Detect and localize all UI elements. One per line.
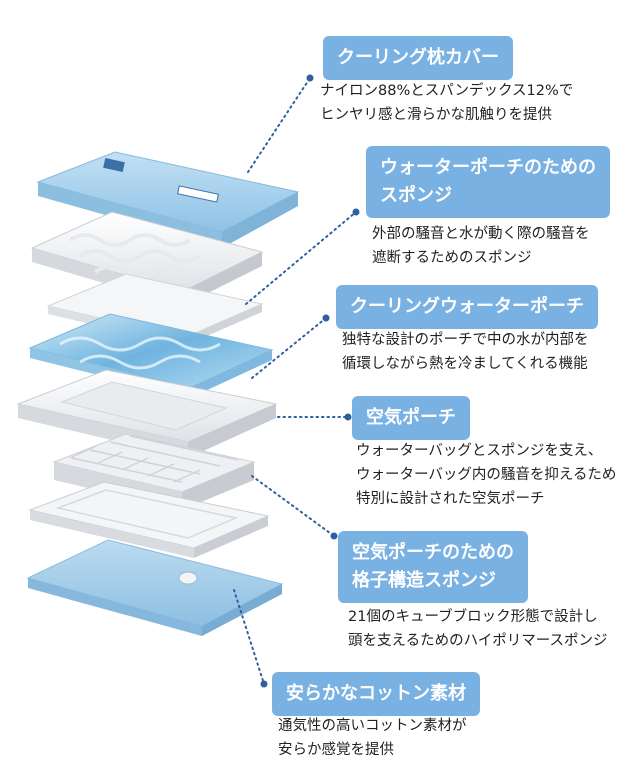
desc-line: 循環しながら熱を冷ましてくれる機能 — [342, 356, 588, 372]
leader-line-cotton — [233, 589, 265, 685]
callout-cooling-cover-title: クーリング枕カバー — [323, 36, 513, 80]
title-line: 空気ポーチのための — [352, 542, 514, 563]
zipper-pull — [178, 571, 198, 585]
desc-line: ウォーターバッグ内の騒音を抑えるため — [356, 467, 617, 483]
leader-dots — [260, 74, 360, 688]
title-line: 安らかなコットン素材 — [286, 683, 466, 704]
callout-sponge-title: ウォーターポーチのための スポンジ — [366, 146, 610, 218]
callout-air-pouch-title: 空気ポーチ — [352, 396, 470, 440]
desc-line: ヒンヤリ感と滑らかな肌触りを提供 — [320, 107, 552, 123]
title-line: クーリング枕カバー — [337, 47, 499, 68]
callout-water-pouch-desc: 独特な設計のポーチで中の水が内部を 循環しながら熱を冷ましてくれる機能 — [342, 328, 589, 376]
desc-line: ナイロン88%とスパンデックス12%で — [320, 83, 574, 99]
logo-mark — [103, 158, 125, 172]
desc-line: 遮断するためのスポンジ — [372, 250, 532, 266]
title-line: スポンジ — [380, 185, 452, 206]
callout-cooling-cover-desc: ナイロン88%とスパンデックス12%で ヒンヤリ感と滑らかな肌触りを提供 — [320, 79, 573, 127]
callout-lattice-sponge-desc: 21個のキューブブロック形態で設計し 頭を支えるためのハイポリマースポンジ — [348, 605, 608, 653]
callout-air-pouch-desc: ウォーターバッグとスポンジを支え、 ウォーターバッグ内の騒音を抑えるため 特別に… — [356, 439, 616, 511]
leader-line-water-pouch — [251, 317, 327, 379]
desc-line: 外部の騒音と水が動く際の騒音を — [372, 226, 590, 242]
layer-cooling-cover — [36, 151, 300, 248]
leader-line-cover — [247, 77, 311, 173]
leader-lines — [233, 77, 357, 685]
callout-cotton-desc: 通気性の高いコットン素材が 安らか感覚を提供 — [278, 714, 467, 762]
title-line: 空気ポーチ — [366, 407, 456, 428]
desc-line: 独特な設計のポーチで中の水が内部を — [342, 332, 589, 348]
desc-line: 通気性の高いコットン素材が — [278, 718, 467, 734]
title-line: 格子構造スポンジ — [352, 570, 496, 591]
label-patch — [177, 185, 219, 203]
layer-cotton-base — [26, 539, 284, 636]
desc-line: 特別に設計された空気ポーチ — [356, 491, 545, 507]
layer-tray — [28, 481, 270, 558]
callout-cotton-title: 安らかなコットン素材 — [272, 672, 480, 716]
callout-water-pouch-title: クーリングウォーターポーチ — [336, 285, 598, 329]
leader-line-sponge — [245, 211, 357, 305]
callout-sponge-desc: 外部の騒音と水が動く際の騒音を 遮断するためのスポンジ — [372, 222, 590, 270]
desc-line: 安らか感覚を提供 — [278, 742, 394, 758]
desc-line: 頭を支えるためのハイポリマースポンジ — [348, 633, 608, 649]
layer-air-pouch — [16, 369, 278, 458]
desc-line: 21個のキューブブロック形態で設計し — [348, 609, 598, 625]
desc-line: ウォーターバッグとスポンジを支え、 — [356, 443, 603, 459]
leader-line-lattice — [251, 475, 335, 537]
title-line: クーリングウォーターポーチ — [350, 296, 584, 317]
callout-lattice-sponge-title: 空気ポーチのための 格子構造スポンジ — [338, 531, 528, 603]
title-line: ウォーターポーチのための — [380, 157, 596, 178]
